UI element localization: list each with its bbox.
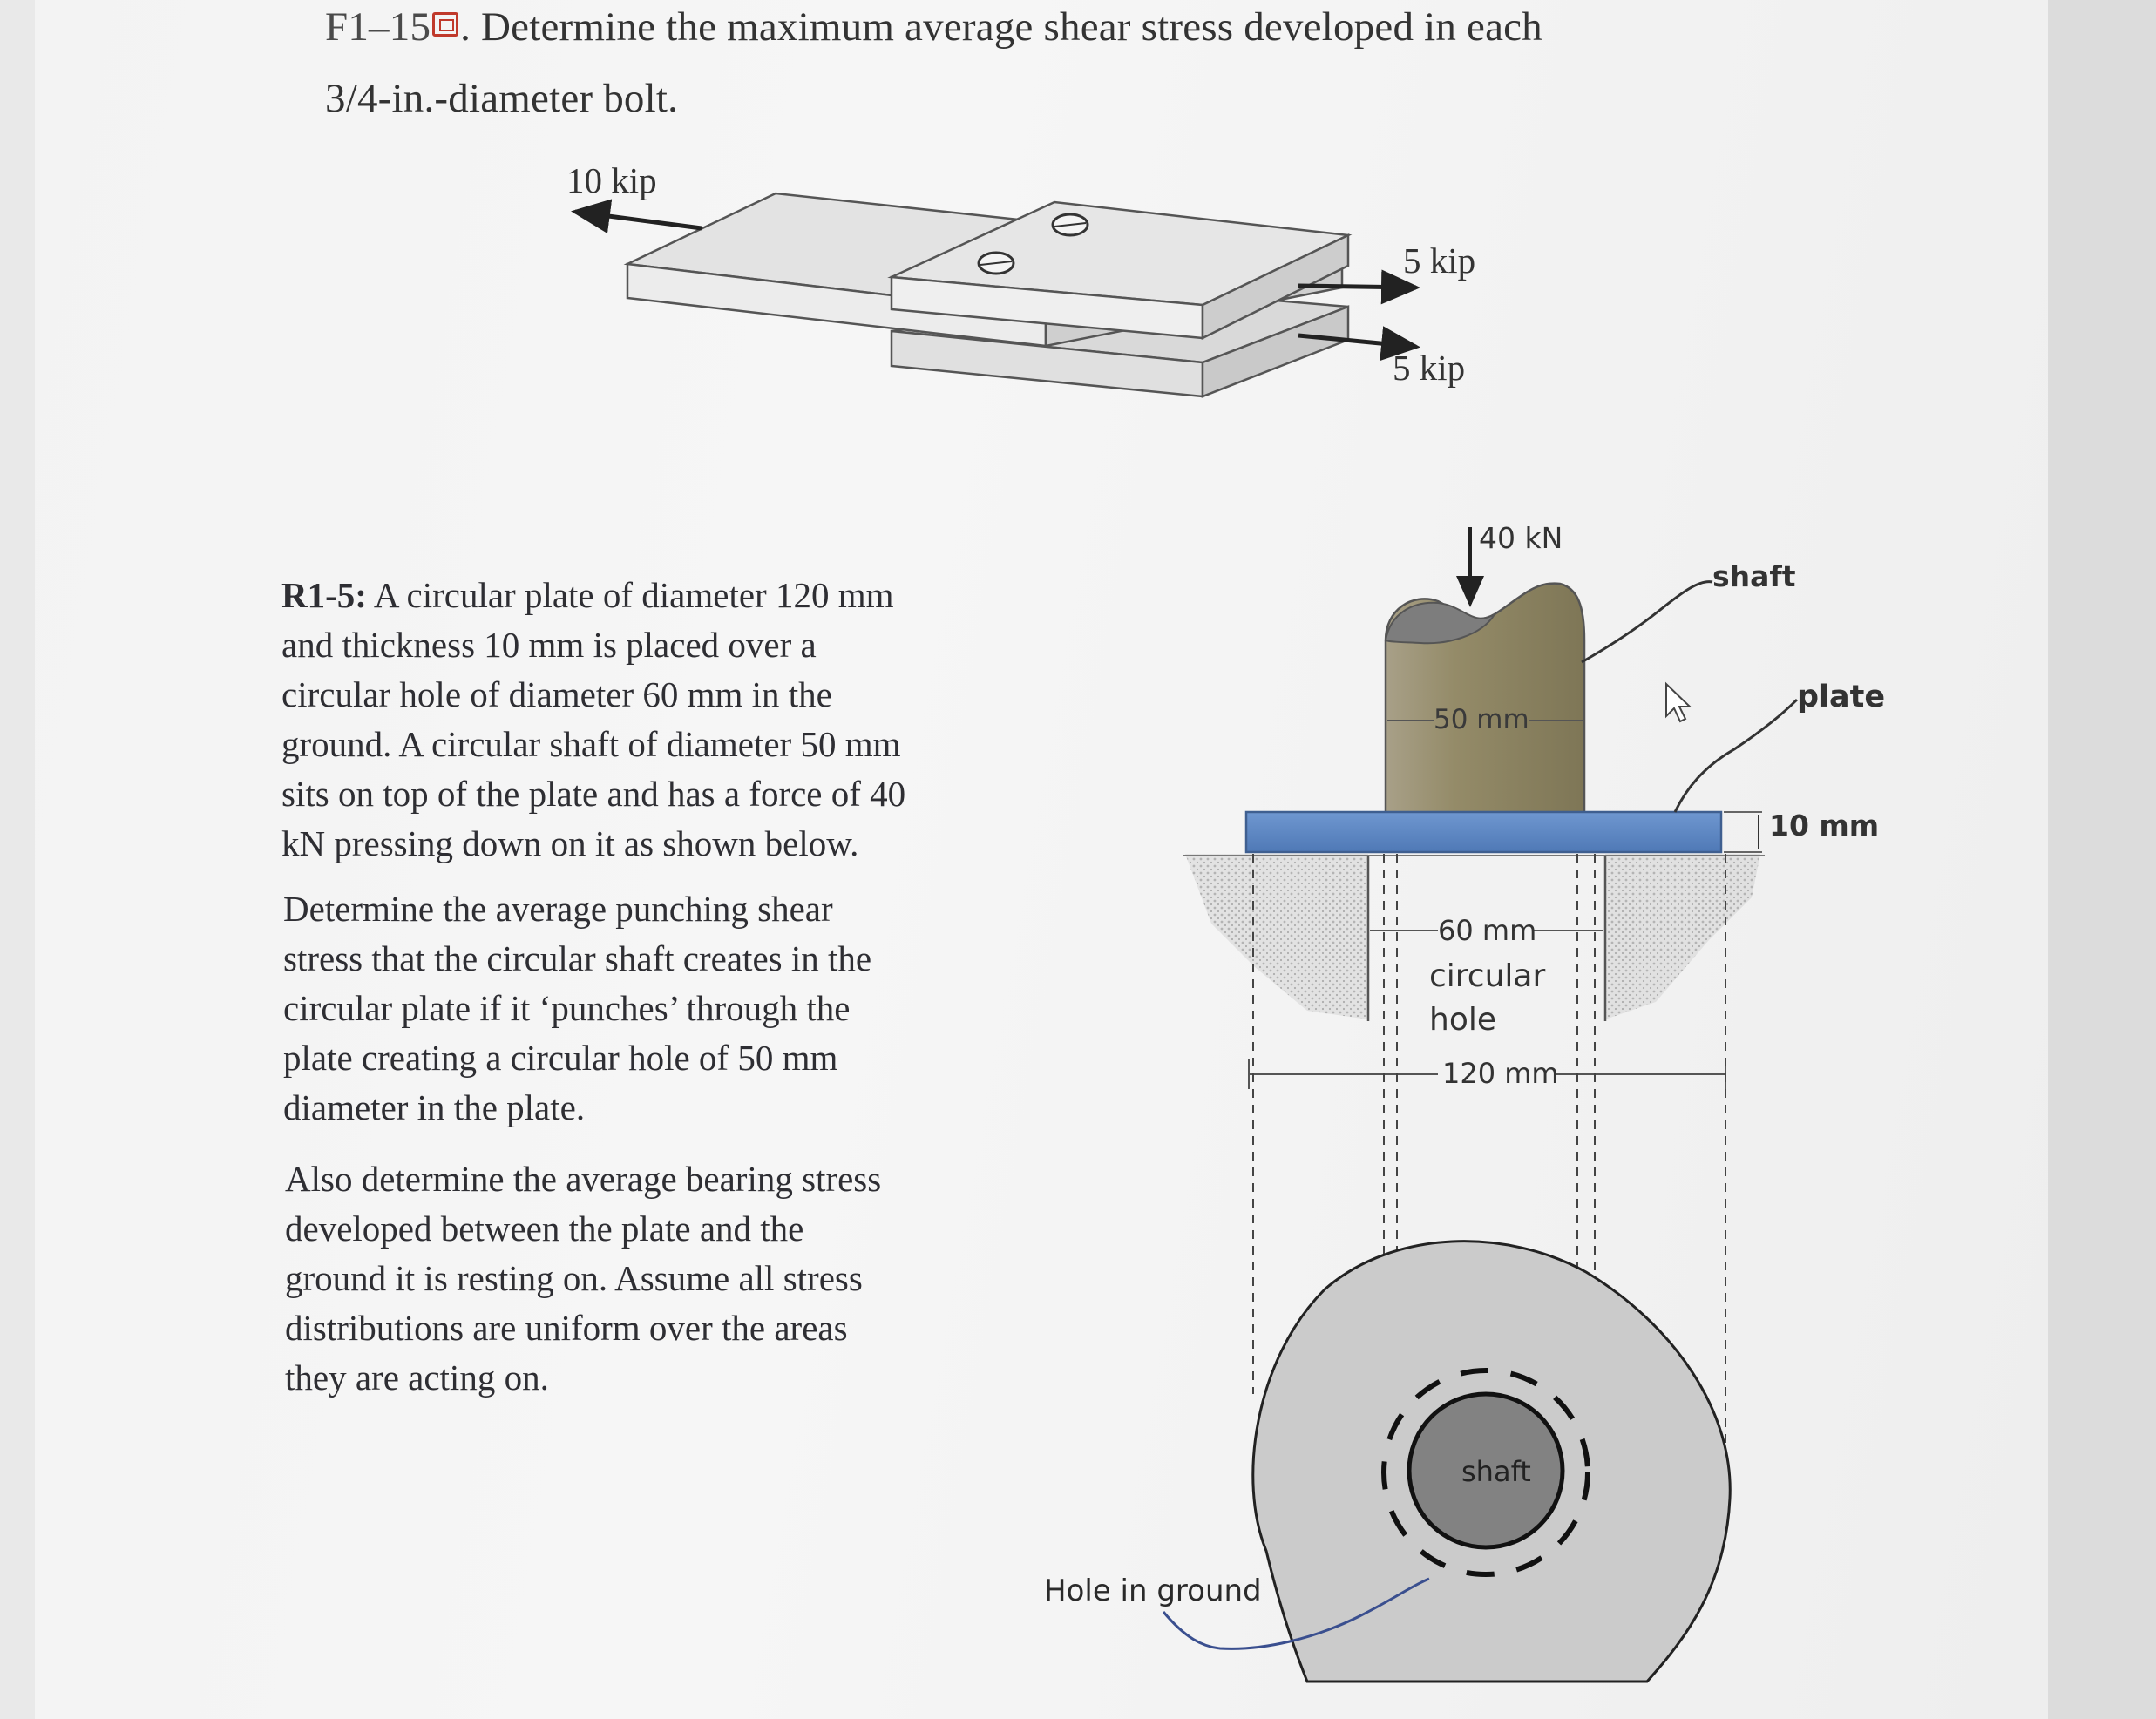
hole-outline-dashed [1381, 1368, 1590, 1577]
ground-left [1185, 854, 1368, 1019]
force-label-5-kip-bottom: 5 kip [1393, 348, 1466, 388]
problem-f1-15-line1: F1–15 . Determine the maximum average she… [325, 3, 1542, 51]
plate-label: plate [1797, 680, 1886, 714]
shaft-diameter-label: 50 mm [1434, 704, 1529, 735]
top-view [1162, 1240, 1732, 1683]
left-margin-strip [0, 0, 35, 1719]
r15-line-3: circular hole of diameter 60 mm in the [281, 674, 832, 714]
hole-label-line1: circular [1429, 958, 1546, 994]
thickness-label: 10 mm [1769, 809, 1880, 843]
problem-f1-15-text: . Determine the maximum average shear st… [460, 4, 1542, 50]
r15-p2-line-4: plate creating a circular hole of 50 mm [283, 1038, 838, 1078]
hole-diameter-label: 60 mm [1438, 914, 1537, 947]
shaft-label: shaft [1712, 559, 1796, 593]
projection-lines [1252, 854, 1726, 1446]
r15-line-2: and thickness 10 mm is placed over a [281, 625, 817, 665]
r15-p3-line-1: Also determine the average bearing stres… [285, 1159, 882, 1199]
r15-p3-line-3: ground it is resting on. Assume all stre… [285, 1258, 863, 1298]
shaft-side-view [1384, 582, 1586, 816]
video-icon[interactable] [432, 12, 459, 37]
punching-shear-figure [1162, 527, 1799, 1683]
force-arrow-right-bottom [1298, 326, 1420, 362]
r15-line-4: ground. A circular shaft of diameter 50 … [281, 724, 901, 764]
bolted-joint-figure [571, 192, 1420, 398]
r15-p2-line-2: stress that the circular shaft creates i… [283, 938, 872, 978]
circular-plate-side-view [1244, 810, 1723, 854]
force-arrow-left [571, 199, 702, 234]
thickness-dimension [1724, 811, 1762, 853]
r15-line-5: sits on top of the plate and has a force… [281, 774, 906, 814]
plate-diameter-label: 120 mm [1442, 1057, 1559, 1090]
ground-right [1605, 854, 1760, 1019]
r15-line-1: R1-5: A circular plate of diameter 120 m… [281, 575, 894, 615]
force-label-10-kip: 10 kip [566, 160, 657, 200]
top-view-shaft-label: shaft [1461, 1455, 1531, 1488]
r15-p2-line-1: Determine the average punching shear [283, 889, 833, 929]
problem-code: F1–15 [325, 4, 431, 50]
plate-leader-line [1673, 698, 1799, 813]
force-arrow-right-top [1298, 269, 1420, 305]
hole-in-ground-leader [1162, 1577, 1430, 1650]
plate-top-right [887, 200, 1353, 341]
right-margin-strip [2048, 0, 2156, 1719]
cursor-arrow-icon [1665, 681, 1692, 723]
r15-p3-line-5: they are acting on. [285, 1357, 549, 1398]
r15-p2-line-3: circular plate if it ‘punches’ through t… [283, 988, 851, 1028]
r15-paragraph-1: R1-5: A circular plate of diameter 120 m… [281, 571, 905, 869]
shaft-top-view [1407, 1391, 1565, 1550]
r15-paragraph-2: Determine the average punching shear str… [283, 884, 871, 1133]
r15-p3-line-4: distributions are uniform over the areas [285, 1308, 848, 1348]
bolt-head-2 [1051, 213, 1089, 237]
r15-label: R1-5: [281, 575, 367, 615]
r15-line-6: kN pressing down on it as shown below. [281, 823, 859, 863]
r15-p2-line-5: diameter in the plate. [283, 1087, 586, 1127]
force-label-40kn: 40 kN [1479, 521, 1563, 555]
hole-in-ground-label: Hole in ground [1044, 1573, 1262, 1608]
force-label-5-kip-top: 5 kip [1403, 240, 1476, 281]
r15-p3-line-2: developed between the plate and the [285, 1208, 804, 1249]
problem-f1-15-line2: 3/4-in.-diameter bolt. [325, 76, 679, 121]
bolt-head-1 [977, 251, 1015, 275]
shaft-leader-line [1581, 580, 1713, 664]
plate-diameter-dimension [1248, 1059, 1726, 1089]
r15-paragraph-3: Also determine the average bearing stres… [285, 1154, 881, 1403]
hole-label-line2: hole [1429, 1002, 1496, 1038]
